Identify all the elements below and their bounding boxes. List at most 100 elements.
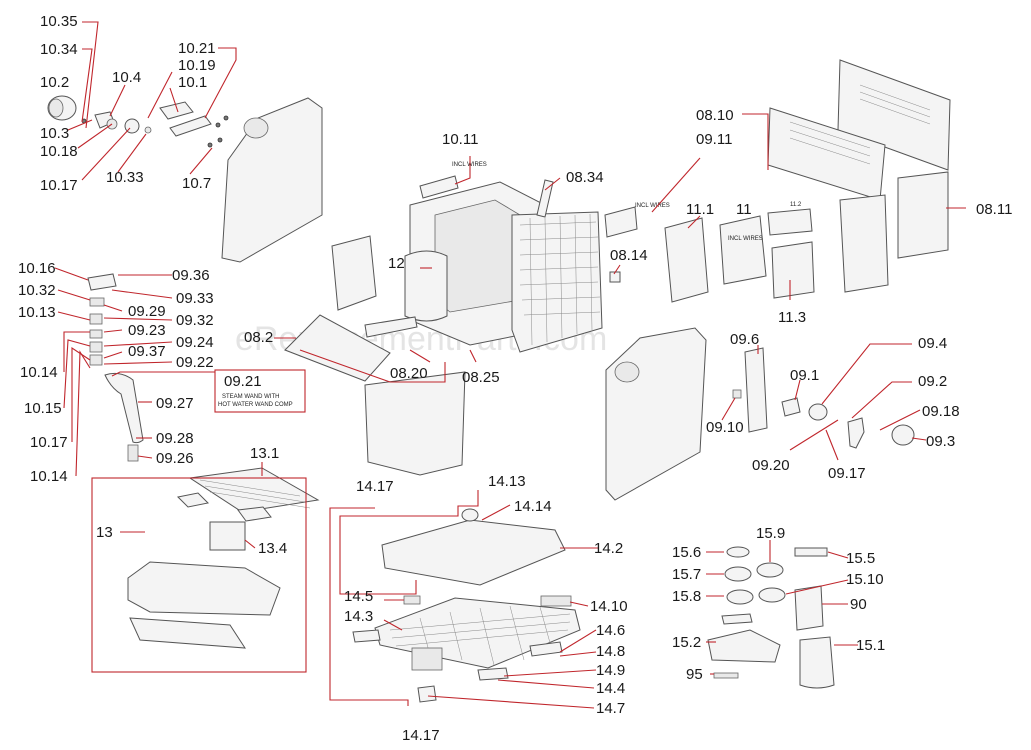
part-09-4: [808, 403, 828, 421]
label-09-3: 09.3: [926, 433, 955, 450]
label-10-16: 10.16: [18, 260, 56, 277]
label-15-7: 15.7: [672, 566, 701, 583]
left-side-panel: [221, 97, 323, 263]
left-cover: [331, 235, 377, 311]
label-10-3: 10.3: [40, 125, 69, 142]
label-09-10: 09.10: [706, 419, 744, 436]
label-10-34: 10.34: [40, 41, 78, 58]
label-09-27: 09.27: [156, 395, 194, 412]
label-14-5: 14.5: [344, 588, 373, 605]
note-incl-wires-b: INCL WIRES: [635, 203, 670, 209]
part-drawings: INCL WIRES INCL WIRES INCL WIRES: [47, 59, 951, 703]
label-10-32: 10.32: [18, 282, 56, 299]
label-13-4: 13.4: [258, 540, 287, 557]
label-13-1: 13.1: [250, 445, 279, 462]
label-11-1: 11.1: [686, 201, 714, 218]
sheet-11: [719, 215, 767, 285]
label-10-7: 10.7: [182, 175, 211, 192]
label-10-17-top: 10.17: [40, 177, 78, 194]
box-13: [91, 477, 307, 673]
board-11-1: [664, 217, 709, 303]
label-09-26: 09.26: [156, 450, 194, 467]
label-09-2: 09.2: [918, 373, 947, 390]
label-09-17: 09.17: [828, 465, 866, 482]
label-12: 12: [388, 255, 405, 272]
label-09-21: 09.21: [224, 373, 262, 390]
label-10-21: 10.21: [178, 40, 216, 57]
panel-11-3: [771, 241, 815, 299]
label-14-13: 14.13: [488, 473, 526, 490]
label-14-17-top: 14.17: [356, 478, 394, 495]
note-incl-wires-a: INCL WIRES: [452, 162, 487, 168]
label-14-14: 14.14: [514, 498, 552, 515]
label-09-6: 09.6: [730, 331, 759, 348]
label-10-18: 10.18: [40, 143, 78, 160]
label-08-10: 08.10: [696, 107, 734, 124]
front-panel: [364, 371, 466, 476]
label-08-11: 08.11: [976, 201, 1012, 218]
label-10-14-lower: 10.14: [30, 468, 68, 485]
rear-frame: [839, 194, 889, 293]
label-14-8: 14.8: [596, 643, 625, 660]
label-13: 13: [96, 524, 113, 541]
label-15-2: 15.2: [672, 634, 701, 651]
label-11-2: 11.2: [790, 202, 802, 208]
label-14-10: 14.10: [590, 598, 628, 615]
label-09-36: 09.36: [172, 267, 210, 284]
steam-wand-parts: [87, 273, 144, 462]
label-90: 90: [850, 596, 867, 613]
label-09-11: 09.11: [696, 131, 732, 148]
water-tank-12: [404, 250, 448, 322]
label-95: 95: [686, 666, 703, 683]
bracket-10-11: [419, 175, 459, 199]
note-incl-wires-c: INCL WIRES: [728, 236, 763, 242]
label-10-15: 10.15: [24, 400, 62, 417]
label-09-18: 09.18: [922, 403, 960, 420]
label-10-17-lower: 10.17: [30, 434, 68, 451]
base-14: [352, 508, 581, 703]
label-10-33: 10.33: [106, 169, 144, 186]
label-15-5: 15.5: [846, 550, 875, 567]
label-09-23: 09.23: [128, 322, 166, 339]
part-09-1: [781, 397, 801, 417]
label-08-2: 08.2: [244, 329, 273, 346]
label-09-22: 09.22: [176, 354, 214, 371]
label-11-3: 11.3: [778, 309, 806, 326]
right-side-panel: [605, 327, 707, 501]
label-15-9: 15.9: [756, 525, 785, 542]
label-15-10: 15.10: [846, 571, 884, 588]
label-14-9: 14.9: [596, 662, 625, 679]
label-14-2: 14.2: [594, 540, 623, 557]
back-cover-outer: [837, 59, 951, 171]
label-10-35: 10.35: [40, 13, 78, 30]
label-14-6: 14.6: [596, 622, 625, 639]
drip-plate-08-2: [284, 314, 391, 382]
bracket-09-11: [604, 206, 638, 238]
note-steam-wand-2: HOT WATER WAND COMP: [218, 402, 293, 408]
panel-11-2: [767, 208, 813, 236]
label-08-14: 08.14: [610, 247, 648, 264]
note-steam-wand-1: STEAM WAND WITH: [222, 394, 279, 400]
label-09-28: 09.28: [156, 430, 194, 447]
label-10-14-upper: 10.14: [20, 364, 58, 381]
drip-tray-13: [127, 467, 320, 649]
label-15-8: 15.8: [672, 588, 701, 605]
label-15-6: 15.6: [672, 544, 701, 561]
part-09-10: [732, 389, 742, 399]
label-09-37: 09.37: [128, 343, 166, 360]
label-15-1: 15.1: [856, 637, 885, 654]
label-10-2: 10.2: [40, 74, 69, 91]
label-10-13: 10.13: [18, 304, 56, 321]
label-09-33: 09.33: [176, 290, 214, 307]
bracket-09-6: [744, 347, 768, 433]
label-14-3: 14.3: [344, 608, 373, 625]
label-14-4: 14.4: [596, 680, 625, 697]
label-11: 11: [736, 201, 752, 218]
label-08-25: 08.25: [462, 369, 500, 386]
label-09-4: 09.4: [918, 335, 947, 352]
cap-09-3: [891, 424, 915, 446]
part-labels: 10.35 10.34 10.2 10.3 10.18 10.17 10.4 1…: [18, 13, 1012, 744]
label-09-24: 09.24: [176, 334, 214, 351]
steam-valve-assembly: [47, 95, 229, 148]
label-10-19: 10.19: [178, 57, 216, 74]
